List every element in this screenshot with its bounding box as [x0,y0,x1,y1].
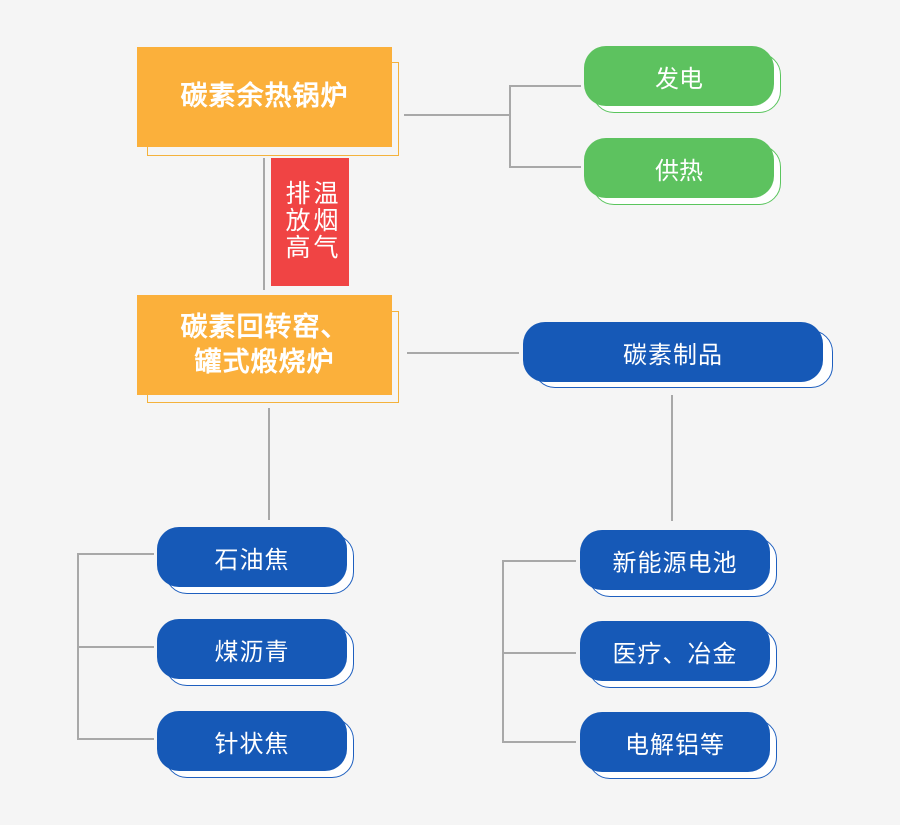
connector-outputs-vertical [509,85,511,168]
carbon-products-label: 碳素制品 [623,340,723,369]
connector-app-2 [502,652,576,654]
connector-raw-1 [77,553,154,555]
flue-gas-label-right: 温烟气 [310,180,339,261]
connector-kiln-down [268,408,270,520]
coal-pitch-box: 煤沥青 [157,619,347,679]
connector-kiln-products [407,352,519,354]
new-energy-battery-label: 新能源电池 [612,548,738,577]
heat-supply-label: 供热 [655,156,703,185]
needle-coke-label: 针状焦 [214,729,290,758]
coal-pitch-label: 煤沥青 [214,637,290,666]
electrolytic-aluminum-box: 电解铝等 [580,712,770,772]
connector-output-power [509,85,581,87]
connector-furnace-vertical [263,158,265,290]
medical-metallurgy-box: 医疗、冶金 [580,621,770,681]
flue-gas-label-left: 排放高 [282,180,311,261]
carbon-products-box: 碳素制品 [523,322,823,382]
heat-supply-box: 供热 [584,138,774,198]
petroleum-coke-label: 石油焦 [214,545,290,574]
new-energy-battery-box: 新能源电池 [580,530,770,590]
connector-app-1 [502,560,576,562]
connector-app-3 [502,741,576,743]
connector-raw-3 [77,738,154,740]
connector-output-heat [509,166,581,168]
power-generation-box: 发电 [584,46,774,106]
waste-heat-boiler-box: 碳素余热锅炉 [137,47,392,147]
connector-app-vertical [502,560,504,742]
electrolytic-aluminum-label: 电解铝等 [625,730,725,759]
rotary-kiln-label: 碳素回转窑、 罐式煅烧炉 [180,311,349,378]
power-generation-label: 发电 [655,64,703,93]
petroleum-coke-box: 石油焦 [157,527,347,587]
connector-raw-2 [77,646,154,648]
medical-metallurgy-label: 医疗、冶金 [612,639,738,668]
connector-products-down [671,395,673,521]
high-temp-flue-gas-box: 温烟气 排放高 [271,158,349,286]
waste-heat-boiler-label: 碳素余热锅炉 [180,81,349,113]
connector-furnace-outputs [404,114,511,116]
rotary-kiln-box: 碳素回转窑、 罐式煅烧炉 [137,295,392,395]
needle-coke-box: 针状焦 [157,711,347,771]
